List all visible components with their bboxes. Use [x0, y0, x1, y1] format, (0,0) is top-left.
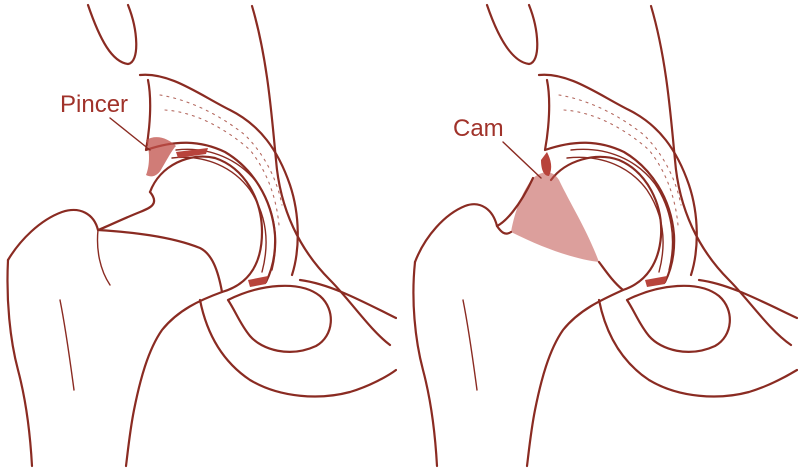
femoral-shaft-lateral: [7, 260, 32, 466]
obturator-ring: [627, 286, 730, 352]
greater-trochanter: [8, 192, 154, 260]
iliac-outline-outer: [651, 6, 791, 345]
cam-leader-line: [503, 142, 541, 178]
trochanter-ridge: [98, 230, 111, 285]
cam-panel: Cam: [401, 0, 798, 468]
labrum-upper: [541, 152, 551, 176]
intertrochanteric-line: [463, 300, 477, 390]
femoral-head: [150, 157, 262, 292]
cam-hip-drawing: Cam: [401, 0, 798, 468]
obturator-ring: [228, 286, 331, 352]
iliac-outline-outer: [252, 6, 390, 345]
femoral-shaft-lateral: [413, 262, 437, 466]
labrum-lower: [645, 276, 667, 287]
pincer-panel: Pincer: [0, 0, 397, 468]
femoral-neck: [497, 226, 623, 466]
cam-label: Cam: [453, 115, 504, 142]
iliac-outline-upper: [487, 5, 537, 64]
pubic-ramus: [699, 280, 797, 318]
pincer-leader-line: [110, 118, 150, 150]
ischial-ramus: [599, 300, 797, 396]
iliac-outline-upper: [88, 5, 136, 64]
pincer-hip-drawing: Pincer: [0, 0, 397, 468]
cam-lesion: [511, 172, 599, 262]
labrum-lower: [248, 276, 268, 287]
pincer-label: Pincer: [60, 91, 128, 118]
femoral-neck: [98, 230, 222, 466]
intertrochanteric-line: [60, 300, 74, 390]
pincer-lesion: [146, 137, 176, 176]
ischial-ramus: [200, 300, 396, 396]
subchondral-bone-stipple-2: [165, 110, 279, 225]
